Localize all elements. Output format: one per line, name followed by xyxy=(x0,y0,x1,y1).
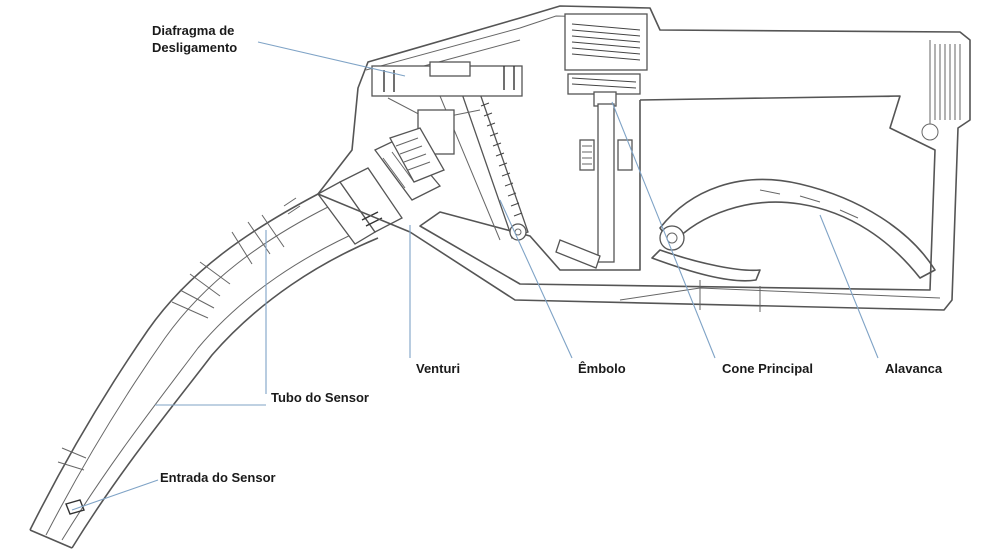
leader-alavanca xyxy=(819,214,879,359)
label-tubo-do-sensor: Tubo do Sensor xyxy=(271,390,369,405)
label-entrada-do-sensor: Entrada do Sensor xyxy=(160,470,276,485)
main-stem xyxy=(555,103,633,269)
leader-cone-principal xyxy=(611,101,716,359)
labels: Diafragma de Desligamento Venturi Êmbolo… xyxy=(152,23,943,485)
diafragma-assembly xyxy=(371,61,523,183)
leader-entrada-do-sensor xyxy=(71,479,159,511)
spout xyxy=(29,193,379,549)
label-cone-principal: Cone Principal xyxy=(722,361,813,376)
label-alavanca: Alavanca xyxy=(885,361,943,376)
label-embolo: Êmbolo xyxy=(578,361,626,376)
leader-embolo xyxy=(499,199,573,359)
alavanca-lever xyxy=(651,178,936,312)
leader-diafragma xyxy=(257,41,406,77)
label-diafragma-line2: Desligamento xyxy=(152,40,237,55)
cone-principal-spring xyxy=(564,13,648,107)
label-venturi: Venturi xyxy=(416,361,460,376)
label-diafragma-line1: Diafragma de xyxy=(152,23,234,38)
leader-lines xyxy=(71,41,879,511)
